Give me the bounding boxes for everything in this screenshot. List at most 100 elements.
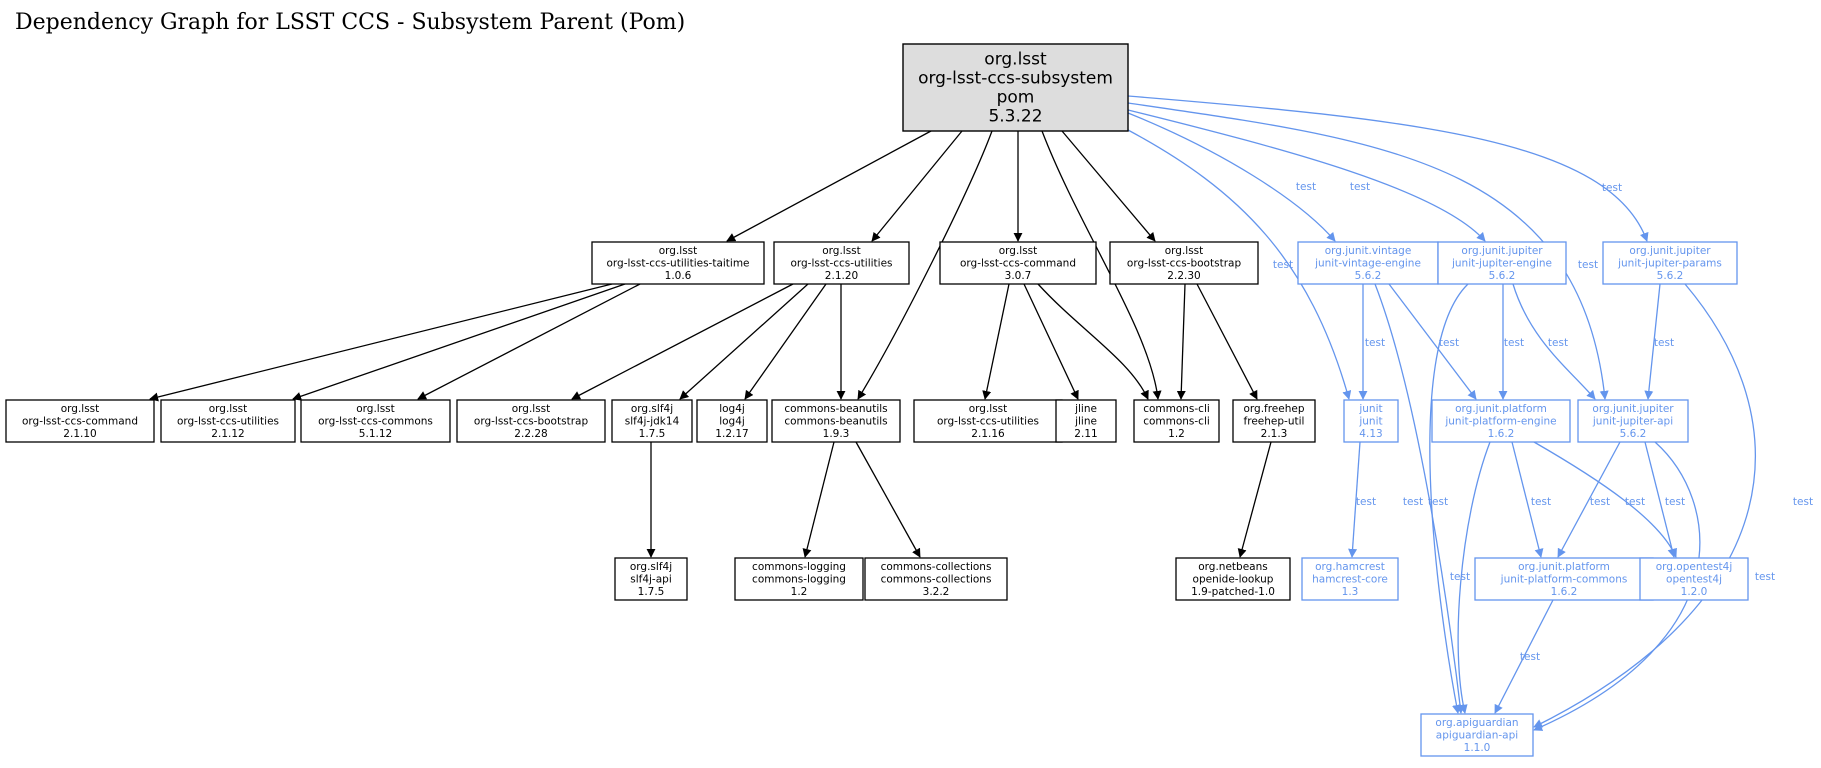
node-label: org-lsst-ccs-utilities: [790, 258, 892, 270]
node-box: [1109, 241, 1259, 285]
node-label: 1.6.2: [1488, 428, 1515, 440]
node-box: [864, 557, 1008, 601]
edge-label: test: [1296, 181, 1316, 193]
node-label: 4.13: [1359, 428, 1382, 440]
node-label: junit-jupiter-api: [1592, 416, 1673, 428]
node-label: org.junit.jupiter: [1461, 245, 1543, 257]
edge-taitime-to-commons5112: [417, 283, 641, 400]
node-box: [1431, 399, 1571, 443]
node-collections: commons-collectionscommons-collections3.…: [864, 557, 1008, 601]
node-label: slf4j-api: [630, 574, 672, 586]
node-box: [1232, 399, 1316, 443]
node-label: 5.6.2: [1620, 428, 1647, 440]
node-label: 2.1.20: [825, 270, 858, 282]
node-label: 2.2.28: [514, 428, 547, 440]
node-label: 1.7.5: [639, 428, 666, 440]
node-label: junit-platform-engine: [1444, 416, 1556, 428]
node-box: [734, 557, 864, 601]
node-platcommons: org.junit.platformjunit-platform-commons…: [1474, 557, 1654, 601]
edge-beanutils-to-collections: [855, 441, 921, 558]
node-box: [773, 241, 910, 285]
node-label: commons-cli: [1143, 416, 1210, 428]
edge-root-to-beanutils: [857, 130, 993, 400]
node-label: org.slf4j: [631, 403, 673, 415]
node-label: 3.2.2: [923, 586, 950, 598]
node-label: 1.9-patched-1.0: [1191, 586, 1275, 598]
node-label: 1.2.0: [1681, 586, 1708, 598]
node-box: [696, 399, 768, 443]
node-box: [300, 399, 451, 443]
node-box: [5, 399, 155, 443]
node-label: org.junit.jupiter: [1629, 245, 1711, 257]
node-box: [1343, 399, 1399, 443]
node-label: apiguardian-api: [1436, 730, 1518, 742]
node-label: 1.7.5: [638, 586, 665, 598]
edge-label: test: [1520, 651, 1540, 663]
edge-vintage-to-apiguardian: [1374, 283, 1465, 714]
node-label: openide-lookup: [1193, 574, 1274, 586]
node-label: org-lsst-ccs-utilities-taitime: [606, 258, 749, 270]
edge-label: test: [1654, 337, 1674, 349]
edge-label: test: [1548, 337, 1568, 349]
edge-cmd307-to-util2116: [982, 283, 1010, 400]
node-box: [1474, 557, 1654, 601]
node-label: jline: [1074, 403, 1097, 415]
node-label: org.lsst: [356, 403, 395, 415]
edge-label: test: [1350, 181, 1370, 193]
edge-root-to-juparams: [1127, 95, 1649, 242]
node-label: org.junit.vintage: [1325, 245, 1412, 257]
node-label: 5.3.22: [988, 106, 1042, 126]
edge-label: test: [1450, 571, 1470, 583]
node-label: 1.0.6: [665, 270, 692, 282]
node-label: 5.1.12: [359, 428, 392, 440]
node-box: [1420, 713, 1534, 757]
node-label: 2.1.3: [1261, 428, 1288, 440]
node-label: org-lsst-ccs-subsystem: [918, 68, 1113, 88]
node-box: [160, 399, 296, 443]
edges-layer: test test test test test test test test test test…: [149, 95, 1813, 731]
edge-jupeng-to-jupapi: [1512, 283, 1596, 400]
node-label: 2.11: [1074, 428, 1097, 440]
edge-util2120-to-log4j: [744, 283, 827, 400]
node-label: 5.6.2: [1657, 270, 1684, 282]
node-label: junit-jupiter-params: [1617, 258, 1722, 270]
edge-taitime-to-util2112: [292, 283, 626, 401]
node-label: org-lsst-ccs-utilities: [937, 416, 1039, 428]
node-label: org.lsst: [512, 403, 551, 415]
edge-jupeng-to-apiguardian: [1429, 283, 1469, 714]
node-label: 2.1.12: [211, 428, 244, 440]
node-label: org-lsst-ccs-bootstrap: [474, 416, 589, 428]
edge-label: test: [1428, 496, 1448, 508]
edge-root-to-util2120: [871, 130, 963, 242]
edge-plateng-to-apiguardian: [1457, 441, 1491, 714]
node-label: pom: [997, 87, 1035, 107]
node-label: junit-jupiter-engine: [1451, 258, 1552, 270]
node-box: [1133, 399, 1220, 443]
edge-label: test: [1755, 571, 1775, 583]
edge-label: test: [1273, 259, 1293, 271]
node-box: [614, 557, 688, 601]
node-box: [771, 399, 901, 443]
edge-juparams-to-jupapi: [1644, 283, 1661, 400]
node-label: 1.3: [1342, 586, 1359, 598]
node-label: 1.6.2: [1551, 586, 1578, 598]
node-label: org.junit.platform: [1518, 561, 1610, 573]
edge-root-to-taitime: [726, 130, 932, 242]
edge-label: test: [1531, 496, 1551, 508]
edge-junit-to-hamcrest: [1348, 441, 1361, 558]
node-label: junit: [1358, 403, 1382, 415]
node-label: commons-cli: [1143, 403, 1210, 415]
edge-cmd307-to-cli: [1037, 283, 1149, 400]
